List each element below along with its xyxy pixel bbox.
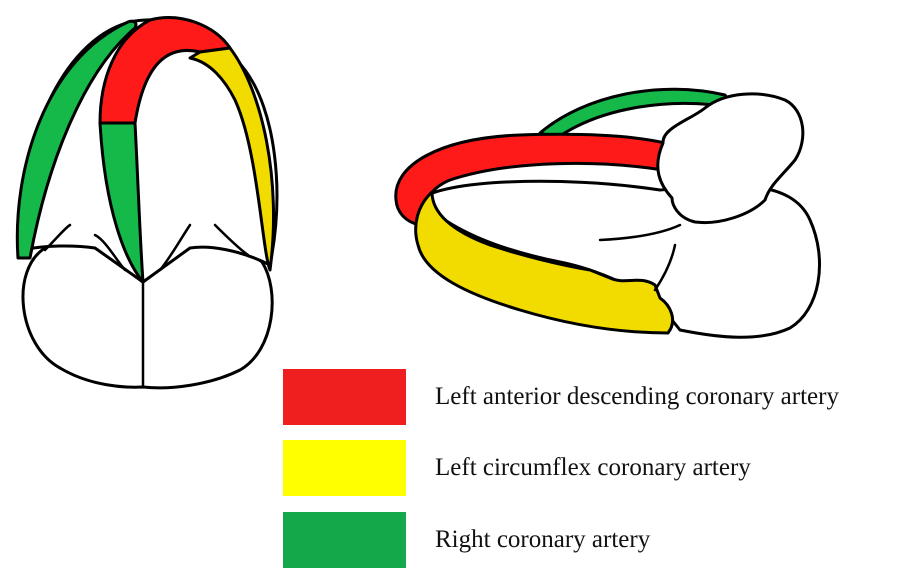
legend-swatch-rca (283, 512, 406, 568)
heart-anterior-view (17, 18, 277, 388)
legend-label-lcx: Left circumflex coronary artery (435, 452, 751, 484)
legend-item-lcx: Left circumflex coronary artery (283, 440, 913, 496)
legend-swatch-lcx (283, 440, 406, 496)
legend-label-lad: Left anterior descending coronary artery (435, 381, 839, 413)
legend-item-rca: Right coronary artery (283, 512, 913, 568)
legend-item-lad: Left anterior descending coronary artery (283, 369, 913, 425)
legend-label-rca: Right coronary artery (435, 524, 650, 556)
heart-oblique-view (396, 89, 820, 337)
legend-swatch-lad (283, 369, 406, 425)
